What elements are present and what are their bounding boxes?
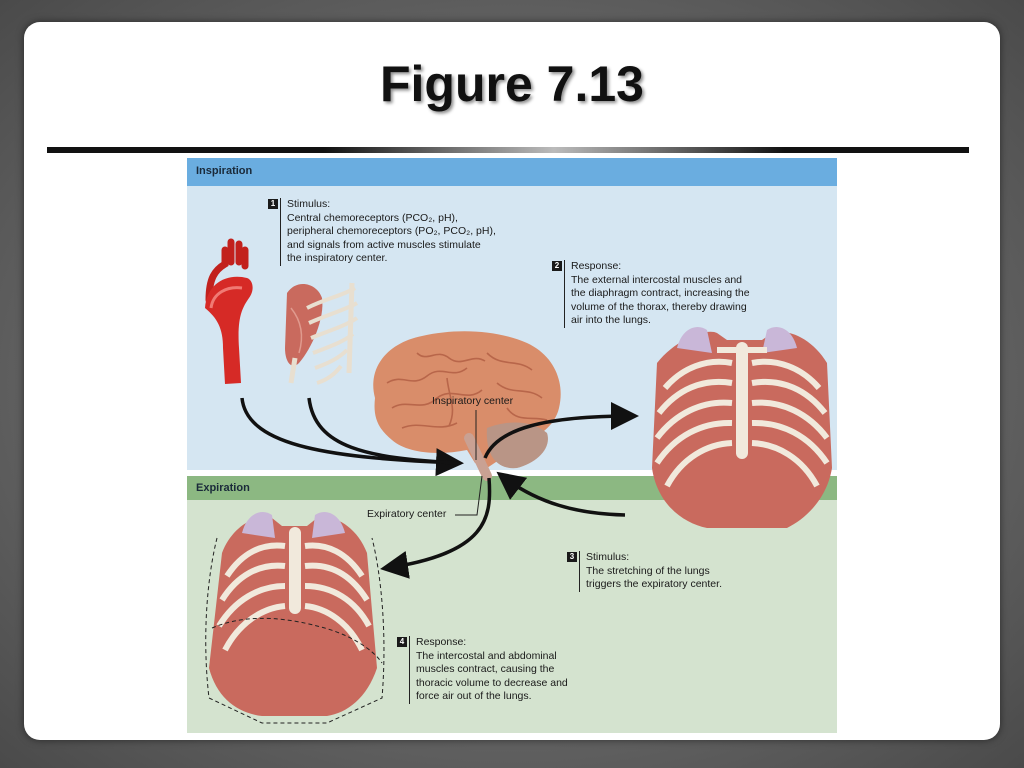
figure-panel: Inspiration Expiration — [187, 158, 837, 733]
illustration-layer — [205, 238, 832, 724]
step-1-heading: Stimulus: — [287, 198, 331, 210]
step-2-text: The external intercostal muscles and the… — [571, 273, 750, 327]
step-2-heading: Response: — [571, 260, 622, 272]
slide-title: Figure 7.13 — [380, 56, 644, 112]
step-2-response: 2 Response: The external intercostal mus… — [552, 260, 750, 328]
aorta-illustration — [205, 238, 253, 384]
step-3-stimulus: 3 Stimulus: The stretching of the lungs … — [567, 551, 722, 592]
step-3-number: 3 — [567, 552, 577, 562]
ribcage-inspiration-illustration — [652, 327, 832, 528]
brain-illustration — [373, 331, 561, 481]
inspiration-label: Inspiration — [196, 165, 253, 177]
shoulder-muscle-illustration — [285, 282, 359, 385]
inspiratory-center-label: Inspiratory center — [432, 395, 514, 407]
title-divider — [47, 147, 969, 153]
step-1-text: Central chemoreceptors (PCO₂, pH), perip… — [287, 211, 496, 265]
step-1-number: 1 — [268, 199, 278, 209]
step-4-heading: Response: — [416, 636, 467, 648]
ribcage-expiration-illustration — [205, 512, 385, 724]
pathway-arrows — [240, 397, 639, 579]
step-4-text: The intercostal and abdominal muscles co… — [416, 649, 568, 703]
inspiration-band — [187, 158, 837, 186]
step-4-response: 4 Response: The intercostal and abdomina… — [397, 636, 568, 704]
step-4-number: 4 — [397, 637, 407, 647]
expiration-label: Expiration — [196, 482, 250, 494]
step-2-number: 2 — [552, 261, 562, 271]
step-3-heading: Stimulus: — [586, 551, 630, 563]
step-1-stimulus: 1 Stimulus: Central chemoreceptors (PCO₂… — [268, 198, 496, 266]
expiratory-center-label: Expiratory center — [367, 508, 447, 520]
step-3-text: The stretching of the lungs triggers the… — [586, 564, 722, 591]
